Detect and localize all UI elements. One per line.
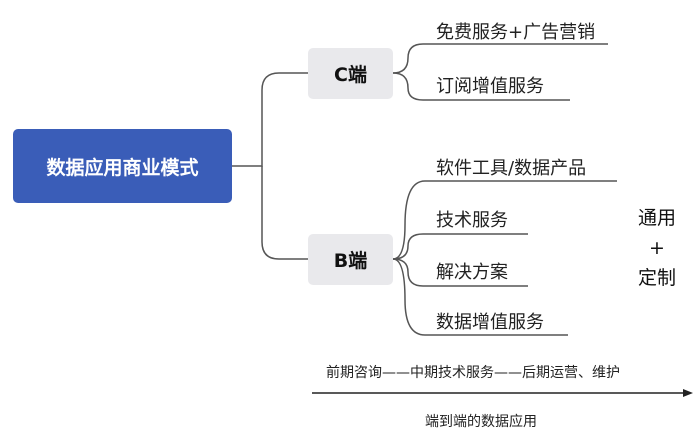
leaf-c-1: 免费服务+广告营销 <box>436 22 596 43</box>
leaf-b-1: 软件工具/数据产品 <box>436 158 587 179</box>
side-note-line2: + <box>649 237 665 259</box>
branch-label-b: B端 <box>333 250 368 272</box>
side-note-line3: 定制 <box>637 267 676 289</box>
side-note-line1: 通用 <box>637 207 676 229</box>
connector-root-b <box>261 166 308 260</box>
timeline-arrow-head <box>683 389 693 397</box>
connector-b-leaf2 <box>392 233 528 260</box>
connector-b-leaf4 <box>392 258 568 336</box>
timeline-label: 前期咨询——中期技术服务——后期运营、维护 <box>326 365 620 381</box>
leaf-c-2: 订阅增值服务 <box>436 76 544 97</box>
branch-node-c: C端 <box>308 48 393 99</box>
leaf-b-3: 解决方案 <box>436 262 508 283</box>
root-label: 数据应用商业模式 <box>46 156 199 179</box>
timeline-caption: 端到端的数据应用 <box>425 414 537 430</box>
connector-b-leaf1 <box>392 180 617 260</box>
leaf-b-4: 数据增值服务 <box>436 312 544 333</box>
connector-c-leaf2 <box>392 72 570 101</box>
connector-b-leaf3 <box>392 258 528 287</box>
side-note: 通用 + 定制 <box>630 203 684 293</box>
branch-label-c: C端 <box>334 64 367 86</box>
branch-node-b: B端 <box>308 234 393 285</box>
connector-root-c <box>232 72 308 167</box>
leaf-b-2: 技术服务 <box>436 210 508 231</box>
connector-c-leaf1 <box>392 43 608 74</box>
root-node: 数据应用商业模式 <box>13 129 232 203</box>
